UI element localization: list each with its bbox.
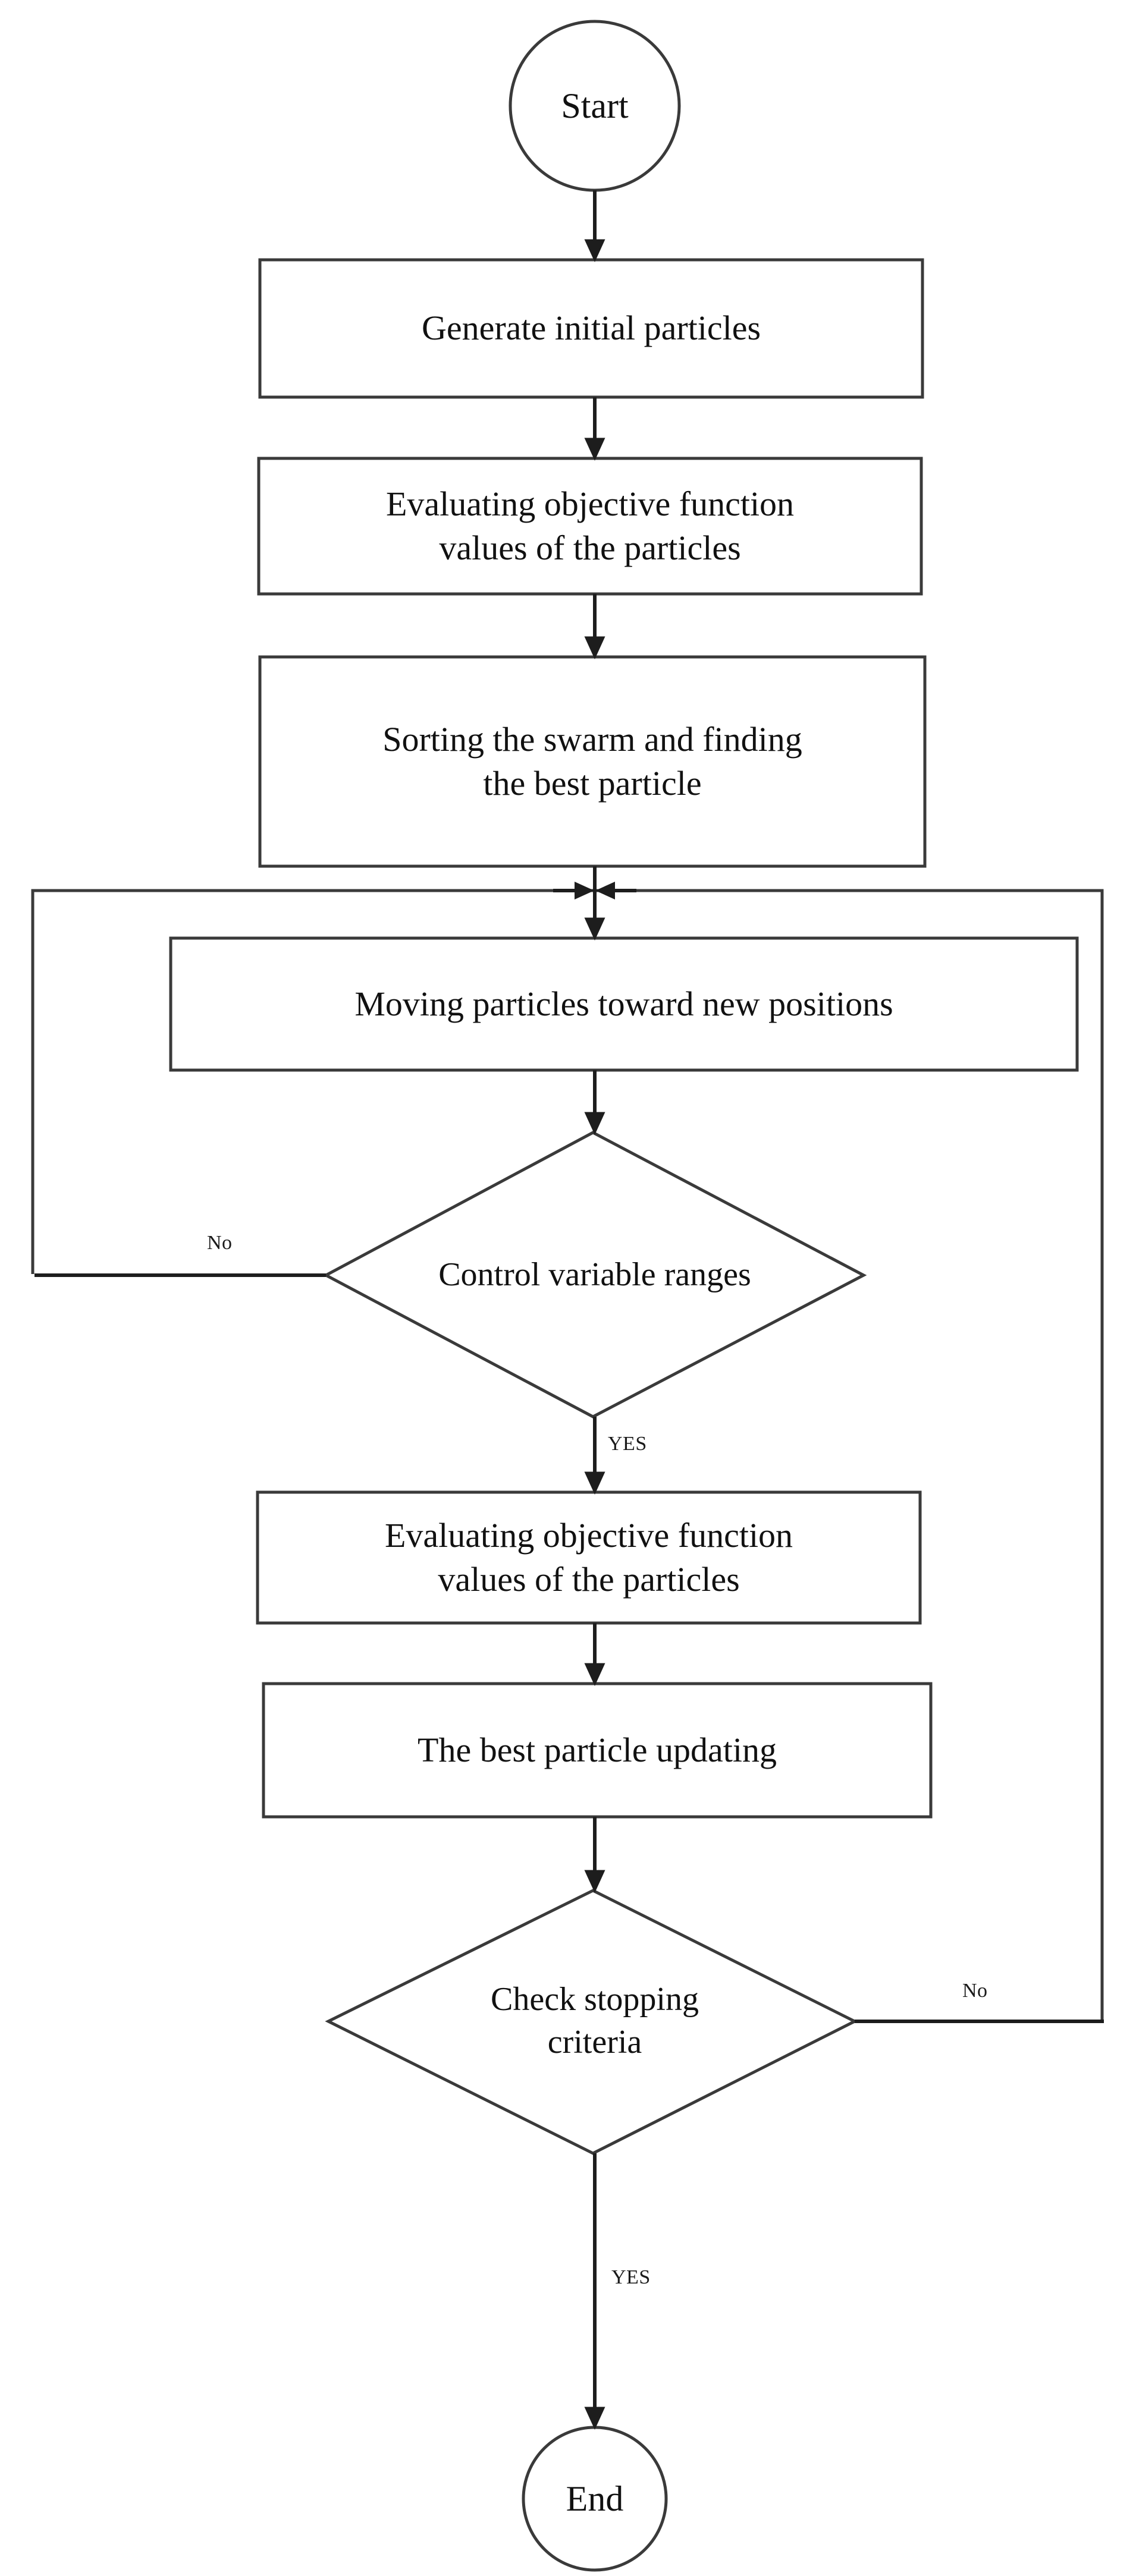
node-control-shape: [322, 1131, 867, 1418]
edge-label-stopping-no: No: [962, 1980, 988, 2002]
node-end-shape: [522, 2426, 668, 2572]
node-evaluate2-shape: [256, 1490, 922, 1625]
loop-feedback-path: [31, 889, 1104, 2021]
node-sorting-shape: [258, 655, 927, 868]
edge-label-stopping-yes: YES: [611, 2266, 651, 2288]
node-moving-shape: [169, 936, 1079, 1072]
node-generate-shape: [258, 258, 924, 399]
node-stopping-shape: [325, 1889, 858, 2155]
node-start-shape: [509, 20, 681, 192]
edge-label-control-no: No: [207, 1232, 233, 1254]
edge-label-control-yes: YES: [608, 1433, 647, 1455]
node-evaluate1-shape: [257, 457, 923, 596]
node-update-shape: [262, 1682, 933, 1819]
